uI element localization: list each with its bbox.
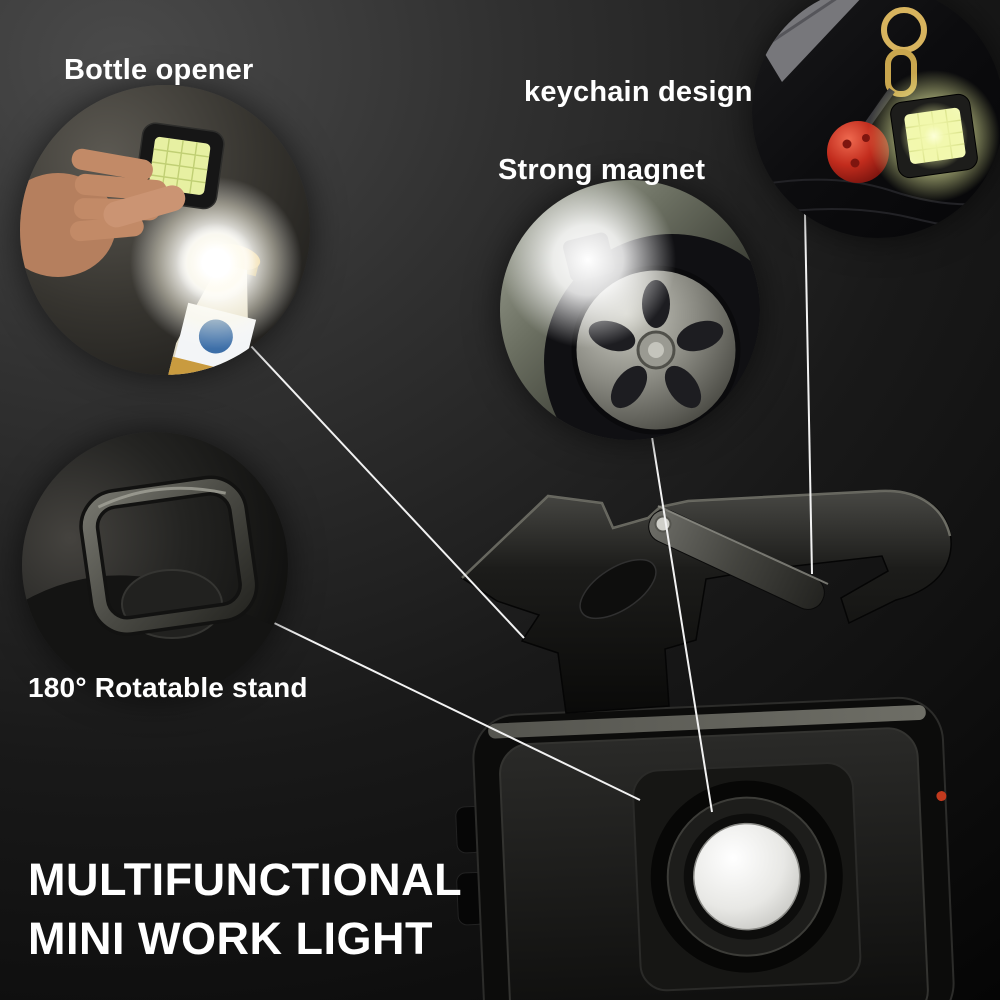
label-strong-magnet: Strong magnet — [498, 154, 706, 186]
connector-lines — [249, 213, 813, 813]
callout-keychain-photo — [752, 0, 1000, 238]
work-light-body — [455, 696, 955, 1000]
product-title-line2: MINI WORK LIGHT — [28, 913, 433, 964]
label-keychain-design: keychain design — [524, 76, 753, 108]
label-rotatable-stand: 180° Rotatable stand — [28, 672, 308, 703]
carabiner-hook — [460, 489, 952, 714]
label-bottle-opener: Bottle opener — [64, 54, 254, 86]
power-led — [936, 791, 947, 802]
callout-magnet-photo — [500, 180, 760, 440]
stand-bracket — [79, 475, 259, 636]
callout-bottle-opener-photo — [20, 85, 310, 375]
bottle-opener-scene — [20, 85, 310, 375]
light-glare — [500, 180, 676, 348]
product-title: MULTIFUNCTIONAL MINI WORK LIGHT — [28, 850, 462, 968]
lit-top-edge — [488, 704, 926, 739]
hand — [20, 148, 186, 277]
pivot-pin — [654, 515, 672, 533]
hang-slot — [579, 558, 657, 620]
keychain-scene — [752, 0, 1000, 238]
car-wheel-scene — [500, 180, 760, 440]
callout-stand-photo — [22, 432, 288, 698]
product-title-line1: MULTIFUNCTIONAL — [28, 854, 463, 905]
stand-scene — [22, 432, 288, 698]
magnet-circle — [650, 780, 843, 973]
